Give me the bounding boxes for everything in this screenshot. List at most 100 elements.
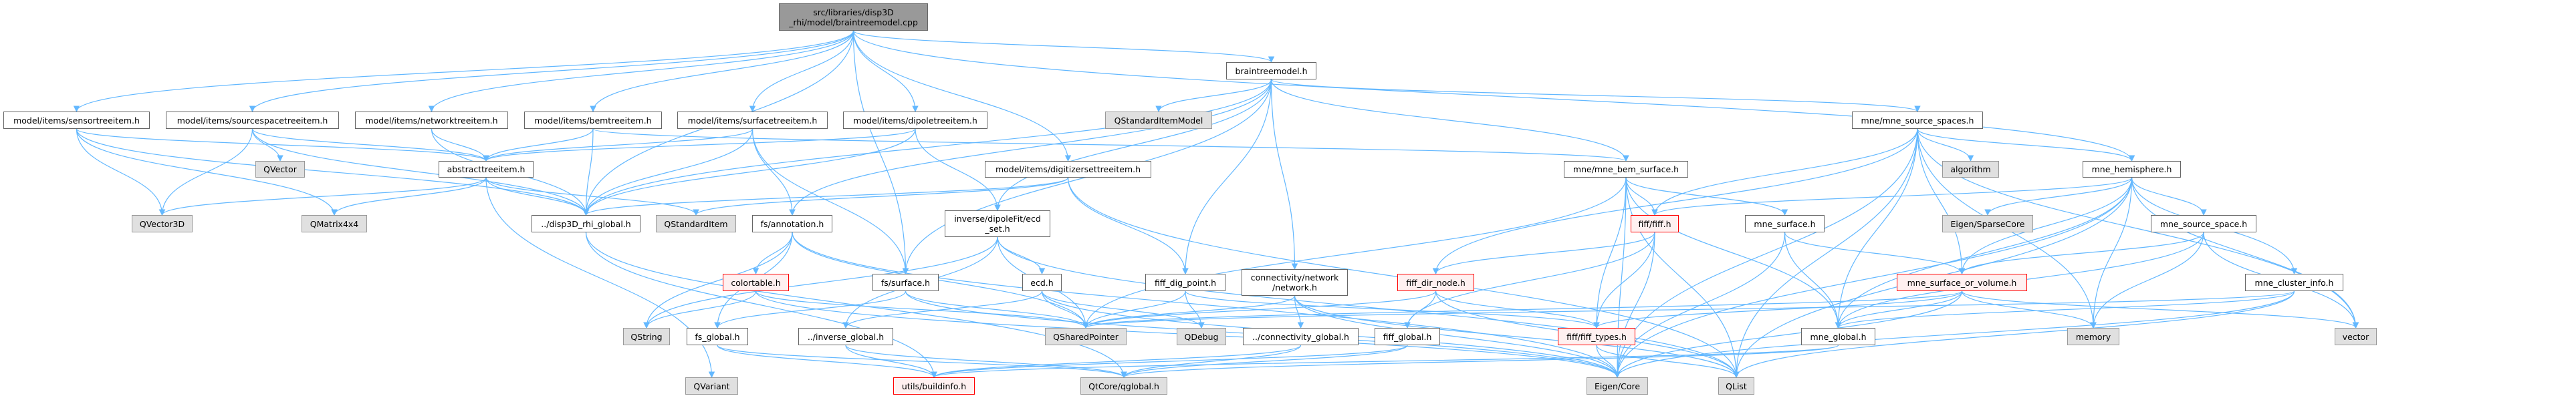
edge-digpoint-to-qdebug <box>1185 290 1205 329</box>
edge-fiffglobal-to-qglobal <box>1121 345 1408 378</box>
edge-digpoint-to-qshared <box>1082 290 1186 329</box>
node-mneglobal[interactable]: mne_global.h <box>1801 328 1875 345</box>
edge-mbs-to-fifftypes <box>1593 177 1627 329</box>
node-dipole[interactable]: model/items/dipoletreeitem.h <box>843 112 987 129</box>
edge-mss-to-fiff <box>1651 128 1918 216</box>
edge-fiffglobal-to-buildinfo <box>931 345 1408 378</box>
node-qlist[interactable]: QList <box>1718 377 1754 395</box>
edge-msov-to-mneglobal <box>1835 290 1963 329</box>
node-memory[interactable]: memory <box>2067 328 2119 345</box>
edge-fifftypes-to-qlist <box>1596 345 1740 378</box>
node-qstditem[interactable]: QStandardItem <box>656 215 736 232</box>
edge-mnesurf-to-msov <box>1784 232 1966 274</box>
edge-colortable-to-qstring <box>643 290 757 329</box>
node-btm[interactable]: braintreemodel.h <box>1226 62 1316 79</box>
node-fiff[interactable]: fiff/fiff.h <box>1631 215 1679 232</box>
node-fifftypes[interactable]: fiff/fiff_types.h <box>1558 328 1635 345</box>
node-msspace[interactable]: mne_source_space.h <box>2151 215 2256 232</box>
edge-cluster-to-eigencore <box>1614 290 2295 378</box>
node-connnet[interactable]: connectivity/network /network.h <box>1242 269 1348 296</box>
edge-sourcespace-to-abstract <box>251 128 489 162</box>
edge-btm-to-qsim <box>1155 79 1272 112</box>
edge-cluster-to-qshared <box>1082 290 2295 329</box>
edge-ecd-to-invglobal <box>842 290 1043 329</box>
node-bem[interactable]: model/items/bemtreeitem.h <box>524 112 662 129</box>
edge-connnet-to-qshared <box>1082 295 1296 329</box>
node-hemi[interactable]: mne_hemisphere.h <box>2083 161 2181 178</box>
node-sourcespace[interactable]: model/items/sourcespacetreeitem.h <box>166 112 339 129</box>
node-algorithm[interactable]: algorithm <box>1942 161 1999 178</box>
node-cluster[interactable]: mne_cluster_info.h <box>2245 274 2343 291</box>
node-eigencore[interactable]: Eigen/Core <box>1587 377 1648 395</box>
edge-root-to-dipole <box>852 30 919 112</box>
edge-dipole-to-abstract <box>483 128 916 162</box>
node-colortable[interactable]: colortable.h <box>723 274 789 291</box>
edge-bem-to-abstract <box>483 128 594 162</box>
edge-mbs-to-mnesurf <box>1625 177 1788 216</box>
node-qvector[interactable]: QVector <box>255 161 305 178</box>
edge-root-to-sensor <box>73 30 854 112</box>
edge-msspace-to-memory <box>2090 232 2204 329</box>
node-fssurface[interactable]: fs/surface.h <box>872 274 939 291</box>
node-sparse[interactable]: Eigen/SparseCore <box>1942 215 2033 232</box>
node-qvector3d[interactable]: QVector3D <box>132 215 193 232</box>
edge-connnet-to-eigencore <box>1294 295 1621 378</box>
edge-fsglobal-to-qglobal <box>717 345 1127 378</box>
edge-dipole-to-d3global <box>582 128 916 216</box>
node-annot[interactable]: fs/annotation.h <box>752 215 832 232</box>
node-qdebug[interactable]: QDebug <box>1177 328 1226 345</box>
edge-hemi-to-memory <box>2090 177 2133 329</box>
node-vector[interactable]: vector <box>2335 328 2377 345</box>
node-d3global[interactable]: ../disp3D_rhi_global.h <box>532 215 640 232</box>
edge-msspace-to-msov <box>1958 232 2204 274</box>
edge-root-to-bem <box>590 30 854 112</box>
node-fiffglobal[interactable]: fiff_global.h <box>1375 328 1440 345</box>
node-mss[interactable]: mne/mne_source_spaces.h <box>1852 112 1983 129</box>
edge-sensor-to-qmatrix <box>76 128 338 216</box>
edge-fsglobal-to-buildinfo <box>717 345 937 378</box>
edge-surface-to-abstract <box>483 128 753 162</box>
edge-btm-to-mss <box>1270 79 1921 112</box>
node-mbs[interactable]: mne/mne_bem_surface.h <box>1564 161 1688 178</box>
node-qvariant[interactable]: QVariant <box>685 377 738 395</box>
edge-root-to-hemi <box>852 30 2135 162</box>
node-qshared[interactable]: QSharedPointer <box>1045 328 1127 345</box>
edge-annot-to-eigencore <box>792 232 1621 378</box>
node-network[interactable]: model/items/networktreeitem.h <box>355 112 508 129</box>
node-msov[interactable]: mne_surface_or_volume.h <box>1897 274 2027 291</box>
edge-digitizer-to-qstditem <box>693 177 1069 216</box>
edge-abstract-to-qstditem <box>485 177 699 216</box>
node-buildinfo[interactable]: utils/buildinfo.h <box>893 377 975 395</box>
edge-bem-to-mbs <box>592 128 1629 162</box>
edge-mbs-to-mneglobal <box>1625 177 1842 329</box>
node-ecdset[interactable]: inverse/dipoleFit/ecd _set.h <box>945 210 1050 237</box>
node-digpoint[interactable]: fiff_dig_point.h <box>1145 274 1225 291</box>
node-surface[interactable]: model/items/surfacetreeitem.h <box>677 112 828 129</box>
node-mnesurf[interactable]: mne_surface.h <box>1745 215 1825 232</box>
node-qsim[interactable]: QStandardItemModel <box>1105 112 1212 129</box>
node-sensor[interactable]: model/items/sensortreeitem.h <box>3 112 150 129</box>
edge-mnesurf-to-mneglobal <box>1784 232 1842 329</box>
node-connglobal[interactable]: ../connectivity_global.h <box>1243 328 1359 345</box>
node-abstract[interactable]: abstracttreeitem.h <box>439 161 534 178</box>
edge-btm-to-digpoint <box>1182 79 1272 274</box>
node-fsglobal[interactable]: fs_global.h <box>687 328 748 345</box>
node-dirnode[interactable]: fiff_dir_node.h <box>1397 274 1474 291</box>
edge-sourcespace-to-qvector3d <box>158 128 253 216</box>
edge-msov-to-fifftypes <box>1593 290 1963 329</box>
edge-root-to-sourcespace <box>249 30 854 112</box>
node-invglobal[interactable]: ../inverse_global.h <box>798 328 893 345</box>
node-digitizer[interactable]: model/items/digitizersettreeitem.h <box>985 161 1151 178</box>
node-qglobal[interactable]: QtCore/qglobal.h <box>1080 377 1167 395</box>
node-qstring[interactable]: QString <box>623 328 670 345</box>
edge-abstract-to-qmatrix <box>331 177 487 216</box>
edge-bem-to-d3global <box>582 128 594 216</box>
edge-abstract-to-d3global <box>485 177 590 216</box>
edge-msov-to-memory <box>1961 290 2097 329</box>
edge-sourcespace-to-qvector <box>251 128 283 162</box>
edge-connglobal-to-buildinfo <box>931 345 1302 378</box>
edge-sourcespace-to-d3global <box>251 128 590 216</box>
node-ecd[interactable]: ecd.h <box>1022 274 1062 291</box>
edge-ecdset-to-ecd <box>997 236 1046 274</box>
node-qmatrix[interactable]: QMatrix4x4 <box>302 215 367 232</box>
